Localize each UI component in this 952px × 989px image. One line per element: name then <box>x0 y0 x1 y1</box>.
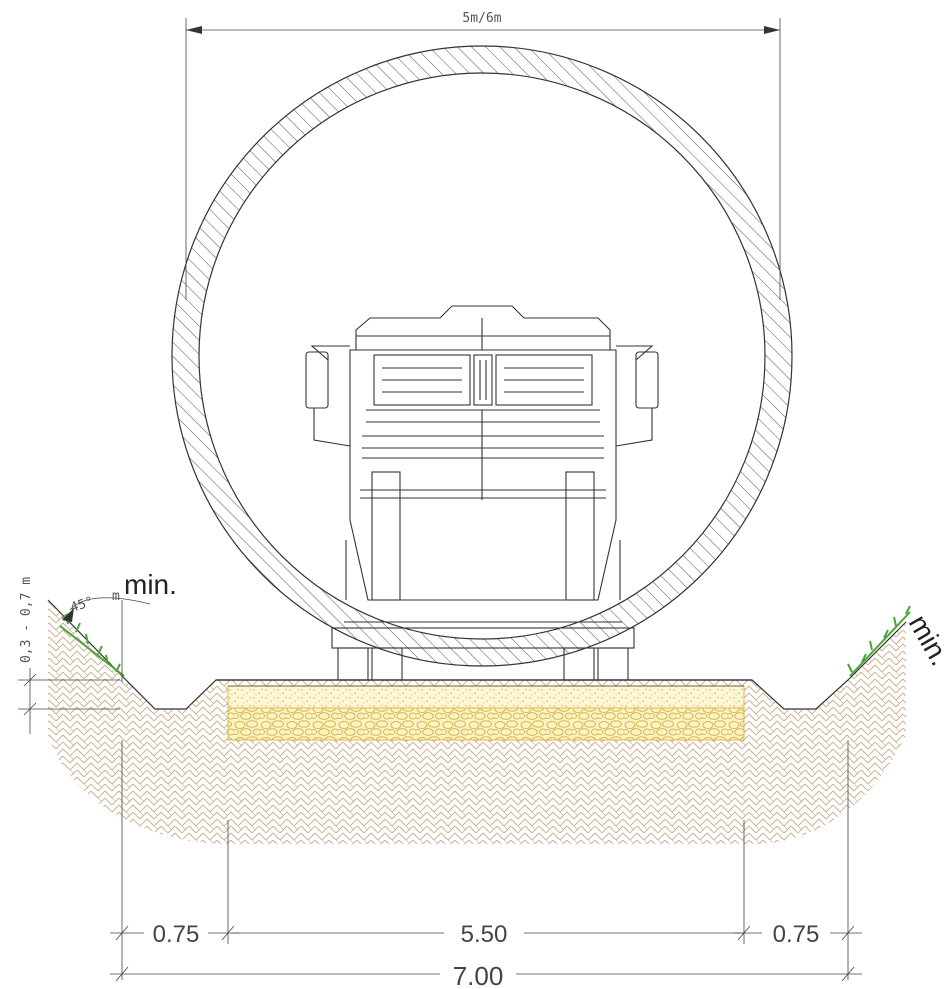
svg-text:m: m <box>112 589 120 604</box>
clearance-label: 5m/6m <box>462 11 501 26</box>
dim-carriageway: 5.50 <box>461 921 508 948</box>
slope-annotation-left: 45° m min. <box>62 569 177 682</box>
slope-annotation-right: min. <box>903 610 952 671</box>
dim-total: 7.00 <box>453 961 504 989</box>
clearance-dimension: 5m/6m <box>185 11 781 300</box>
dim-left-shoulder: 0.75 <box>153 921 200 948</box>
grass-right <box>847 605 911 677</box>
slope-angle-label: 45° <box>69 594 96 616</box>
gravel-layer <box>227 707 745 741</box>
ditch-depth-dimension: 0,3 - 0,7 m <box>18 577 120 734</box>
truck-front <box>305 305 659 681</box>
dim-right-shoulder: 0.75 <box>773 921 820 948</box>
slope-min-label-left: min. <box>124 569 177 600</box>
road-base-layers <box>216 679 752 741</box>
depth-label: 0,3 - 0,7 m <box>19 577 34 663</box>
sand-layer <box>227 685 745 709</box>
bottom-dimensions: 0.75 5.50 0.75 7.00 <box>110 740 862 989</box>
clearance-profile <box>171 45 793 667</box>
slope-min-label-right: min. <box>903 610 952 671</box>
